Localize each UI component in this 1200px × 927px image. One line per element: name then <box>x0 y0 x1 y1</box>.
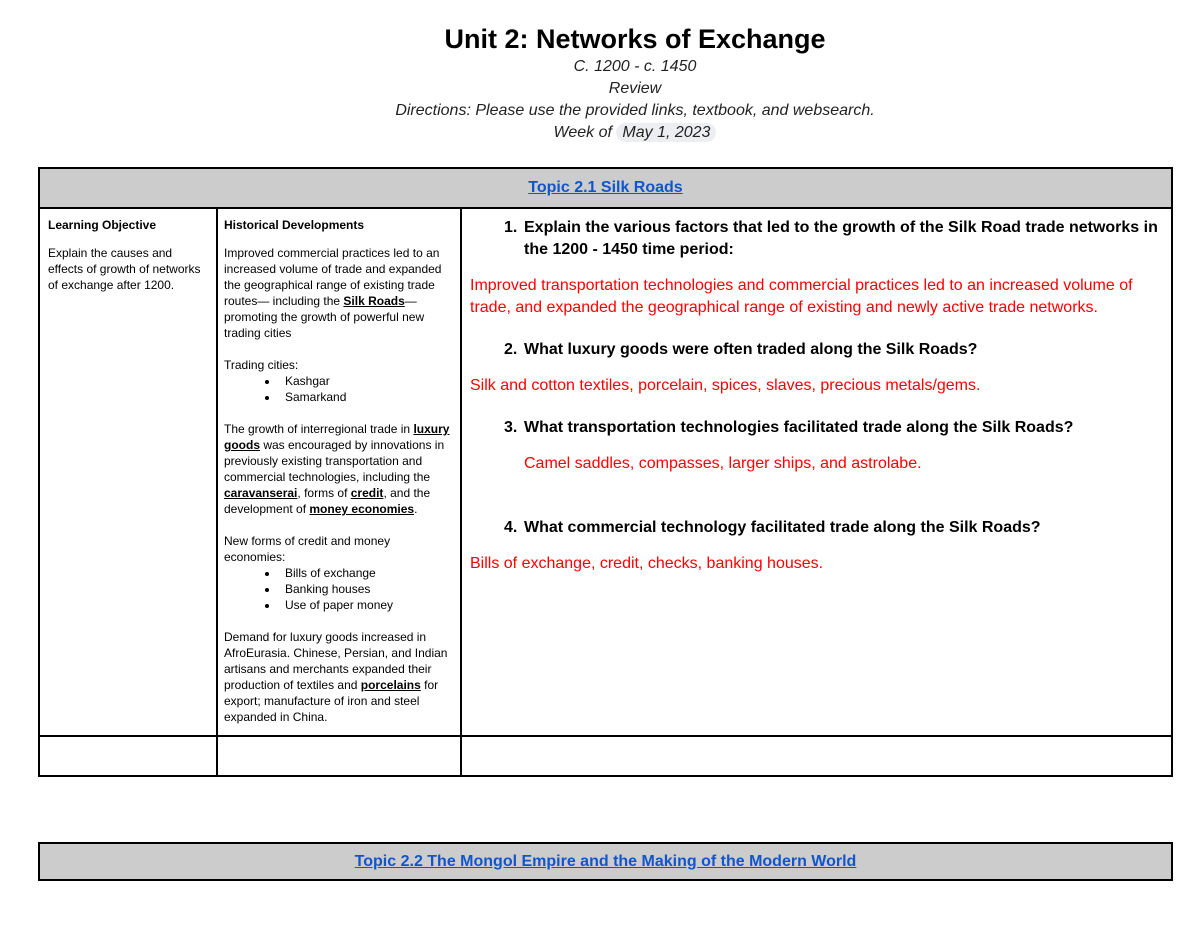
answer-3[interactable]: Camel saddles, compasses, larger ships, … <box>524 455 922 472</box>
subtitle: Review <box>608 80 662 97</box>
answer-2[interactable]: Silk and cotton textiles, porcelain, spi… <box>470 377 981 394</box>
question-number: 4. <box>504 519 518 536</box>
question-1: 1. Explain the various factors that led t… <box>500 217 1163 261</box>
development-paragraph-3: Demand for luxury goods increased in Afr… <box>224 629 454 725</box>
development-paragraph-1: Improved commercial practices led to an … <box>224 245 454 341</box>
page-title: Unit 2: Networks of Exchange <box>444 24 826 54</box>
empty-cell[interactable] <box>460 735 1173 777</box>
keyword-credit: credit <box>350 486 384 500</box>
trading-cities-list: Kashgar Samarkand <box>224 373 454 405</box>
historical-developments-cell: Historical Developments Improved commerc… <box>216 207 462 737</box>
text: The growth of interregional trade in <box>224 422 414 436</box>
directions: Directions: Please use the provided link… <box>395 102 875 119</box>
text: , forms of <box>297 486 351 500</box>
date-chip[interactable]: May 1, 2023 <box>616 123 717 142</box>
empty-cell[interactable] <box>216 735 462 777</box>
keyword-money-economies: money economies <box>309 502 415 516</box>
question-3: 3. What transportation technologies facil… <box>500 417 1163 439</box>
topic-2-2-link[interactable]: Topic 2.2 The Mongol Empire and the Maki… <box>354 852 857 870</box>
question-4: 4. What commercial technology facilitated… <box>500 517 1163 539</box>
keyword-luxury-goods: luxury goods <box>224 422 450 452</box>
empty-cell[interactable] <box>38 735 218 777</box>
question-text: Explain the various factors that led to … <box>524 219 1158 258</box>
questions-cell: 1. Explain the various factors that led t… <box>460 207 1173 737</box>
credit-list: Bills of exchange Banking houses Use of … <box>224 565 454 613</box>
text: for export; manufacture of iron and stee… <box>224 678 439 724</box>
question-text: What luxury goods were often traded alon… <box>524 341 978 358</box>
learning-objective-cell: Learning Objective Explain the causes an… <box>38 207 218 737</box>
topic-2-1-link[interactable]: Topic 2.1 Silk Roads <box>528 179 683 196</box>
text: . <box>414 502 418 516</box>
topic-header-cell: Topic 2.2 The Mongol Empire and the Maki… <box>38 842 1173 881</box>
learning-objective-text: Explain the causes and effects of growth… <box>48 246 201 292</box>
time-period: C. 1200 - c. 1450 <box>573 58 697 75</box>
text: Improved commercial practices led to an … <box>224 246 442 308</box>
keyword-silk-roads: Silk Roads <box>343 294 405 308</box>
list-item: Samarkand <box>279 389 454 405</box>
list-item: Kashgar <box>279 373 454 389</box>
trading-cities-label: Trading cities: <box>224 358 299 372</box>
answer-4[interactable]: Bills of exchange, credit, checks, banki… <box>470 555 824 572</box>
text: Demand for luxury goods increased in Afr… <box>224 630 448 692</box>
week-label: Week of <box>553 124 612 141</box>
topic-header-cell: Topic 2.1 Silk Roads <box>38 167 1173 209</box>
document-header: Unit 2: Networks of Exchange C. 1200 - c… <box>0 22 1200 144</box>
topic-2-1-table: Topic 2.1 Silk Roads Learning Objective … <box>38 167 1173 777</box>
list-item: Banking houses <box>279 581 454 597</box>
credit-label: New forms of credit and money economies: <box>224 534 391 564</box>
question-number: 3. <box>504 419 518 436</box>
answer-1[interactable]: Improved transportation technologies and… <box>470 277 1133 316</box>
development-paragraph-2: The growth of interregional trade in lux… <box>224 421 454 517</box>
question-2: 2. What luxury goods were often traded al… <box>500 339 1163 361</box>
list-item: Bills of exchange <box>279 565 454 581</box>
text: —promoting the growth of powerful new tr… <box>224 294 425 340</box>
week-line: Week of May 1, 2023 <box>0 122 1200 144</box>
text: was encouraged by innovations in previou… <box>224 438 445 484</box>
text: , and the development of <box>224 486 431 516</box>
question-number: 1. <box>504 219 518 236</box>
historical-developments-heading: Historical Developments <box>224 218 365 232</box>
learning-objective-heading: Learning Objective <box>48 218 157 232</box>
question-text: What transportation technologies facilit… <box>524 419 1074 436</box>
keyword-caravanserai: caravanserai <box>224 486 298 500</box>
topic-2-2-table: Topic 2.2 The Mongol Empire and the Maki… <box>38 842 1173 881</box>
question-text: What commercial technology facilitated t… <box>524 519 1041 536</box>
list-item: Use of paper money <box>279 597 454 613</box>
keyword-porcelains: porcelains <box>360 678 421 692</box>
question-number: 2. <box>504 341 518 358</box>
